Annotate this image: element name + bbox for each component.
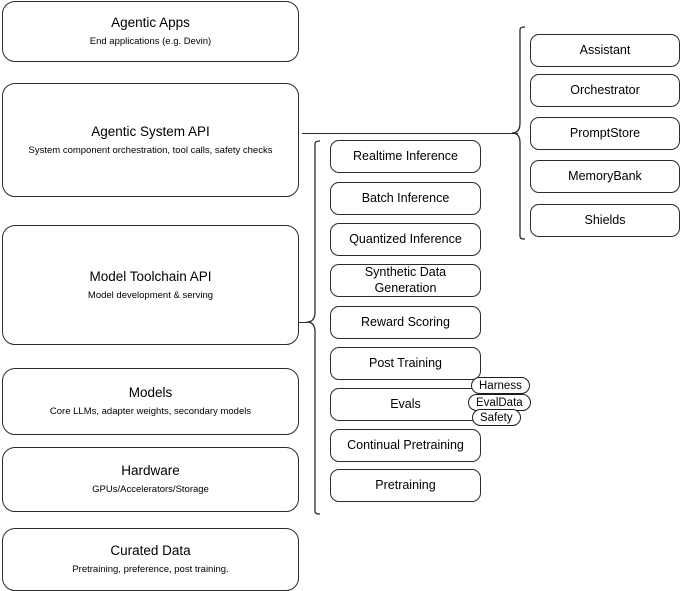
brace-toolchain-capabilities [306, 140, 321, 515]
brace-agentic-components [511, 26, 526, 240]
capability-label: Batch Inference [361, 190, 450, 205]
evals-tag-harness[interactable]: Harness [471, 377, 530, 394]
evals-tag-evaldata[interactable]: EvalData [468, 394, 531, 411]
capability-continual-pretraining[interactable]: Continual Pretraining [330, 429, 481, 462]
agentic-component-label: Shields [584, 212, 626, 227]
capability-reward-scoring[interactable]: Reward Scoring [330, 306, 481, 339]
connector-line-agentic-system-api [302, 133, 518, 134]
agentic-component-shields[interactable]: Shields [530, 204, 680, 237]
layer-title: Curated Data [110, 543, 191, 559]
agentic-component-memorybank[interactable]: MemoryBank [530, 160, 680, 193]
capability-pretraining[interactable]: Pretraining [330, 469, 481, 502]
capability-evals[interactable]: Evals [330, 388, 481, 421]
capability-synthetic-data-generation[interactable]: Synthetic Data Generation [330, 264, 481, 297]
layer-title: Agentic System API [91, 123, 210, 139]
layer-title: Hardware [121, 463, 180, 479]
agentic-component-label: PromptStore [569, 125, 641, 140]
agentic-component-label: MemoryBank [568, 168, 642, 183]
capability-batch-inference[interactable]: Batch Inference [330, 182, 481, 215]
capability-quantized-inference[interactable]: Quantized Inference [330, 223, 481, 256]
layer-subtitle: Model development & serving [87, 289, 214, 301]
layer-subtitle: Core LLMs, adapter weights, secondary mo… [49, 406, 252, 417]
layer-subtitle: Pretraining, preference, post training. [72, 564, 229, 575]
layer-title: Model Toolchain API [89, 268, 212, 284]
capability-label: Continual Pretraining [347, 437, 464, 452]
layer-card-curated-data[interactable]: Curated Data Pretraining, preference, po… [2, 528, 299, 591]
evals-tag-label: Safety [480, 411, 513, 424]
agentic-component-assistant[interactable]: Assistant [530, 34, 680, 67]
agentic-component-orchestrator[interactable]: Orchestrator [530, 74, 680, 107]
layer-card-hardware[interactable]: Hardware GPUs/Accelerators/Storage [2, 447, 299, 512]
capability-label: Quantized Inference [349, 231, 462, 246]
capability-label: Realtime Inference [353, 148, 458, 163]
layer-subtitle: End applications (e.g. Devin) [89, 36, 212, 47]
evals-tag-safety[interactable]: Safety [472, 409, 521, 426]
capability-label: Synthetic Data Generation [364, 264, 447, 295]
capability-label: Evals [390, 396, 421, 411]
layer-subtitle: GPUs/Accelerators/Storage [92, 484, 209, 495]
agentic-component-label: Assistant [579, 42, 631, 57]
layer-title: Models [128, 385, 173, 401]
layer-card-agentic-apps[interactable]: Agentic Apps End applications (e.g. Devi… [2, 1, 299, 62]
evals-tag-label: EvalData [476, 396, 523, 409]
capability-realtime-inference[interactable]: Realtime Inference [330, 140, 481, 173]
agentic-component-promptstore[interactable]: PromptStore [530, 117, 680, 150]
capability-label: Pretraining [375, 477, 436, 492]
capability-label: Reward Scoring [361, 314, 450, 329]
layer-subtitle: System component orchestration, tool cal… [28, 144, 273, 156]
capability-label: Post Training [369, 355, 442, 370]
agentic-component-label: Orchestrator [570, 82, 640, 97]
layer-title: Agentic Apps [111, 15, 190, 31]
connector-line-model-toolchain-api [299, 322, 308, 323]
layer-card-models[interactable]: Models Core LLMs, adapter weights, secon… [2, 368, 299, 435]
layer-card-agentic-system-api[interactable]: Agentic System API System component orch… [2, 83, 299, 197]
evals-tag-label: Harness [479, 379, 522, 392]
capability-post-training[interactable]: Post Training [330, 347, 481, 380]
layer-card-model-toolchain-api[interactable]: Model Toolchain API Model development & … [2, 225, 299, 345]
